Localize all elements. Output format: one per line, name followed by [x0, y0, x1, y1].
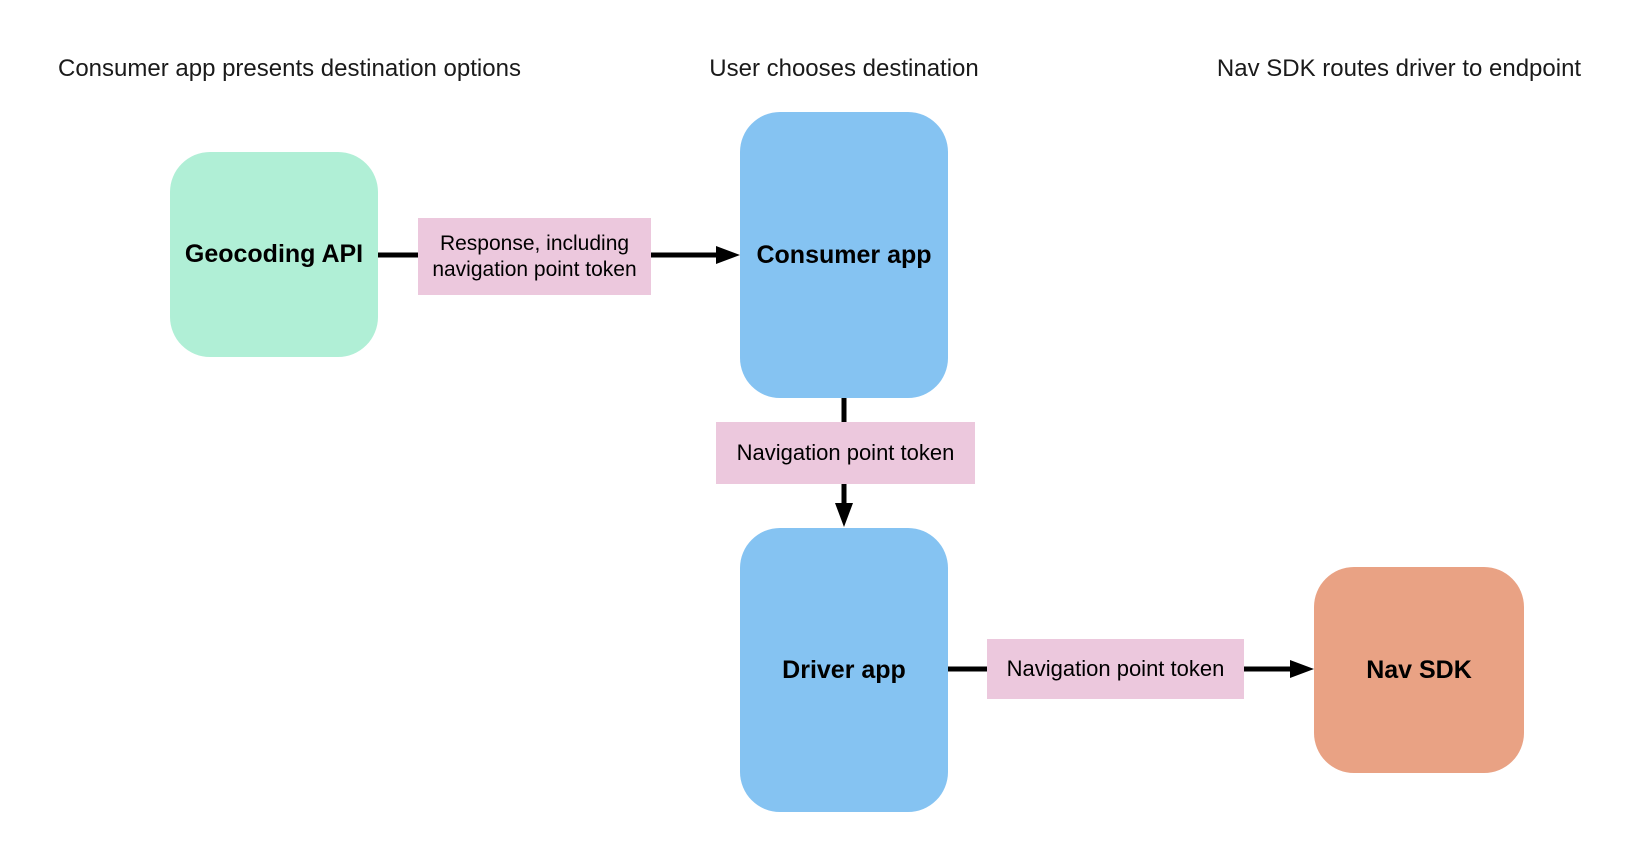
- node-label-consumer-app: Consumer app: [756, 240, 932, 269]
- node-consumer-app: Consumer app: [740, 112, 948, 398]
- node-nav-sdk: Nav SDK: [1314, 567, 1524, 773]
- edge-label-response-including-token: Response, including navigation point tok…: [418, 218, 651, 295]
- node-label-nav-sdk: Nav SDK: [1366, 655, 1472, 684]
- node-driver-app: Driver app: [740, 528, 948, 812]
- node-label-driver-app: Driver app: [782, 655, 906, 684]
- edge-label-navigation-point-token-1: Navigation point token: [716, 422, 975, 484]
- edge-label-navigation-point-token-2: Navigation point token: [987, 639, 1244, 699]
- column-header-nav-sdk-routes: Nav SDK routes driver to endpoint: [1216, 55, 1582, 82]
- column-header-user-chooses: User chooses destination: [709, 55, 979, 82]
- column-header-consumer-presents: Consumer app presents destination option…: [58, 55, 521, 82]
- node-label-geocoding-api: Geocoding API: [184, 240, 364, 268]
- node-geocoding-api: Geocoding API: [170, 152, 378, 357]
